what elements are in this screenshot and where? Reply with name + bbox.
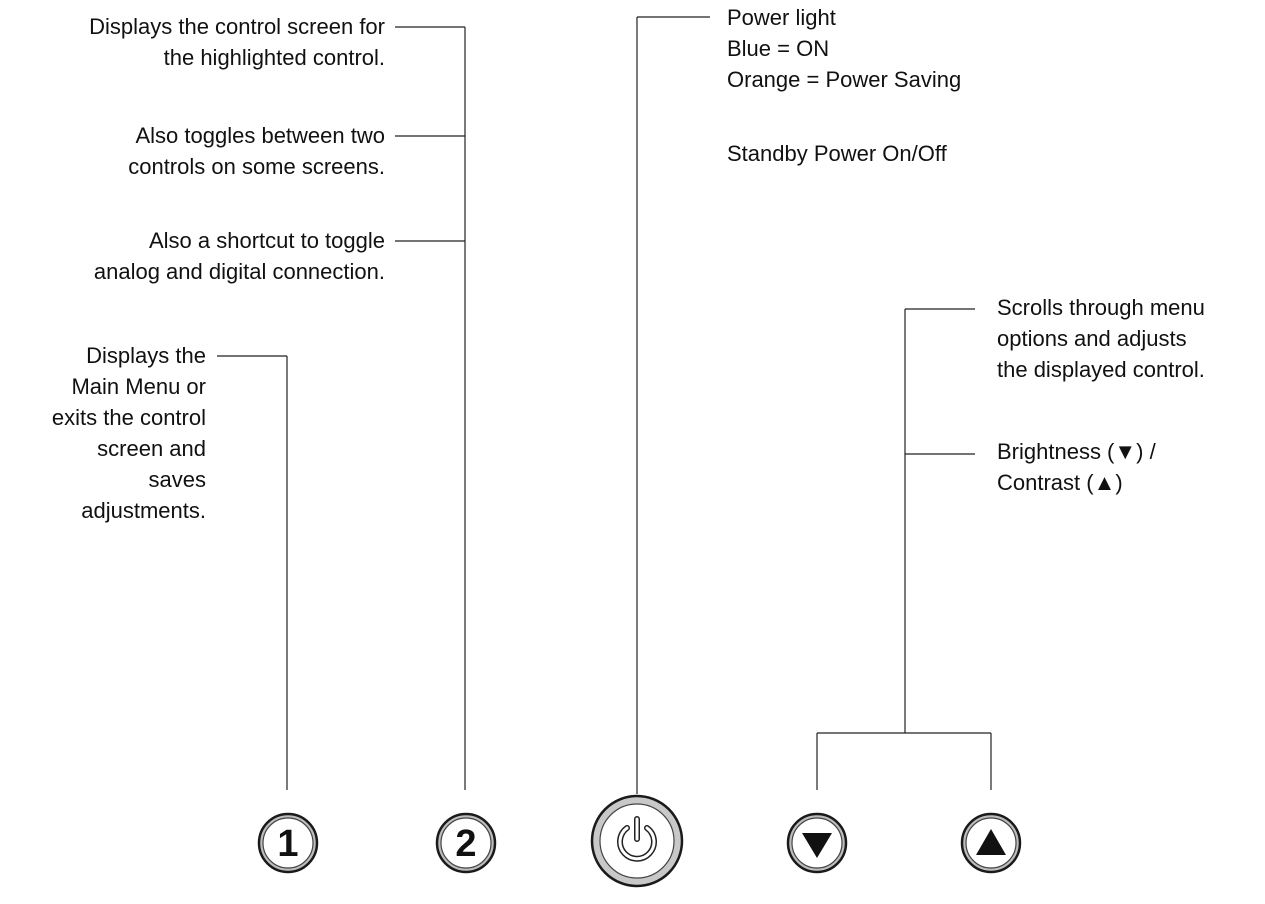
callout-line: Power light [727,5,836,30]
button-2[interactable]: 2 [434,811,498,875]
callout-line: the highlighted control. [163,45,385,70]
callout-line: Displays the control screen for [89,14,385,39]
callout-line: adjustments. [81,498,206,523]
arrows-desc-2: Brightness (▼) / Contrast (▲) [997,436,1156,498]
callout-line: Contrast (▲) [997,470,1123,495]
standby-desc: Standby Power On/Off [727,138,947,169]
triangle-down-icon [802,833,832,858]
callout-line: Brightness (▼) / [997,439,1156,464]
button-1-label: 1 [277,823,298,865]
button-1[interactable]: 1 [256,811,320,875]
btn2-desc-2: Also toggles between two controls on som… [128,120,385,182]
arrows-desc-1: Scrolls through menu options and adjusts… [997,292,1205,385]
callout-line: Blue = ON [727,36,830,61]
power-desc: Power light Blue = ON Orange = Power Sav… [727,2,961,95]
down-arrow-button[interactable] [785,811,849,875]
triangle-up-icon [976,829,1006,855]
callout-line: Also toggles between two [135,123,386,148]
callout-line: Scrolls through menu [997,295,1205,320]
callout-line: Also a shortcut to toggle [148,228,385,253]
callout-line: Orange = Power Saving [727,67,962,92]
up-arrow-button[interactable] [959,811,1023,875]
callout-line: screen and [97,436,206,461]
power-icon [617,816,657,862]
callout-line: the displayed control. [997,357,1205,382]
callout-line: Main Menu or [71,374,206,399]
callout-line: analog and digital connection. [93,259,385,284]
callout-line: options and adjusts [997,326,1187,351]
callout-line: Displays the [86,343,206,368]
callout-line: controls on some screens. [128,154,385,179]
btn2-desc-1: Displays the control screen for the high… [89,11,385,73]
btn1-desc: Displays the Main Menu or exits the cont… [52,340,206,526]
callout-line: Standby Power On/Off [727,141,947,166]
button-2-label: 2 [455,823,476,865]
btn2-desc-3: Also a shortcut to toggle analog and dig… [94,225,385,287]
power-button[interactable] [589,793,685,889]
callout-line: saves [148,467,206,492]
callout-line: exits the control [51,405,206,430]
